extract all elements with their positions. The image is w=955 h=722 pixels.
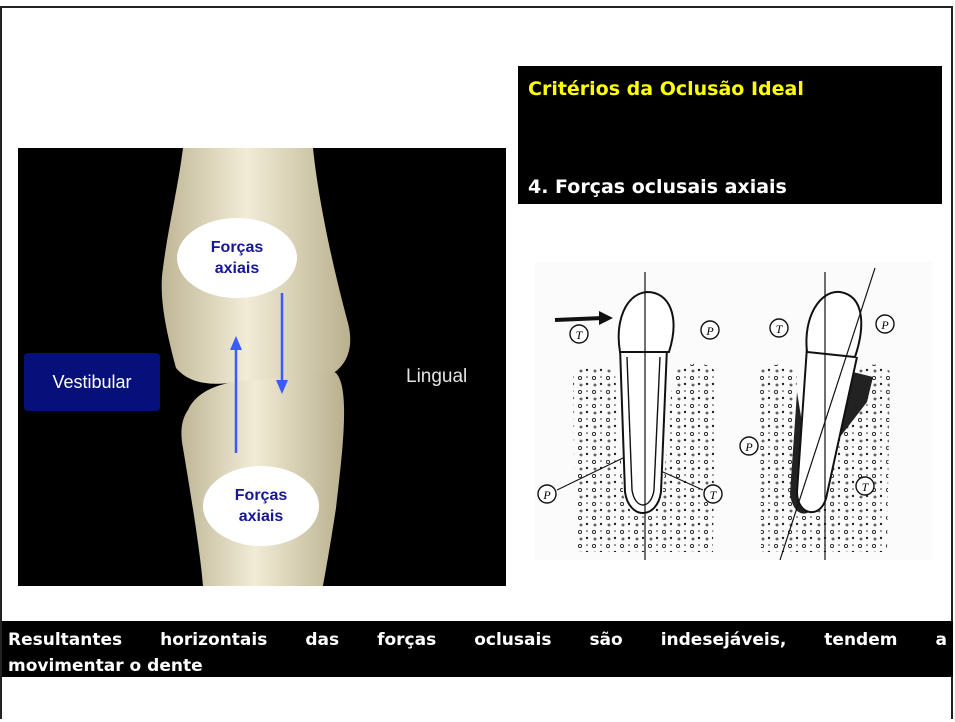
left-bone [573,363,715,552]
axial-arrow-up-head [230,336,242,350]
axial-forces-label-top: Forças axiais [177,218,297,298]
axial-forces-bottom-line2: axiais [238,508,284,525]
left-crown [617,290,675,353]
title-box: Critérios da Oclusão Ideal 4. Forças ocl… [518,66,942,204]
right-label-t-bottom: T [862,480,870,494]
caption-word: forças [377,630,437,650]
caption-word: horizontais [160,630,268,650]
right-label-p-top: P [880,318,889,332]
axial-arrow-down-head [276,380,288,394]
caption-word: a [935,630,947,650]
axial-forces-label-bottom: Forças axiais [203,466,319,546]
left-label-t-bottom: T [710,488,718,502]
caption-word: são [589,630,623,650]
axial-forces-top-line1: Forças [210,239,264,256]
caption-word: das [305,630,340,650]
tooth-diagram-svg: T P P T T P P T [537,267,895,561]
caption-word: Resultantes [8,630,123,650]
right-pdl-dark-right [840,372,873,437]
right-label-t-top: T [776,322,784,336]
slide-frame [0,6,953,719]
slide-subtitle: 4. Forças oclusais axiais [528,176,787,198]
left-label-t-top: T [576,328,584,342]
horizontal-force-arrow [554,316,604,322]
caption-word: tendem [824,630,898,650]
caption-word: oclusais [474,630,552,650]
caption-word: indesejáveis, [660,630,787,650]
axial-forces-bottom-line1: Forças [234,487,288,504]
bottom-caption-line1: Resultantes horizontais das forças oclus… [8,627,947,653]
right-root [795,346,858,514]
tooth-diagram: T P P T T P P T [535,262,933,561]
bottom-caption: Resultantes horizontais das forças oclus… [2,621,953,677]
slide-title: Critérios da Oclusão Ideal [528,78,804,100]
right-label-p-mid: P [744,440,753,454]
left-label-p-top: P [705,324,714,338]
axial-forces-top-line2: axiais [214,260,260,277]
right-crown [805,290,863,359]
left-label-p-bottom: P [542,488,551,502]
vestibular-label: Vestibular [24,353,160,411]
bottom-caption-line2: movimentar o dente [8,656,203,676]
lingual-label: Lingual [406,366,468,387]
